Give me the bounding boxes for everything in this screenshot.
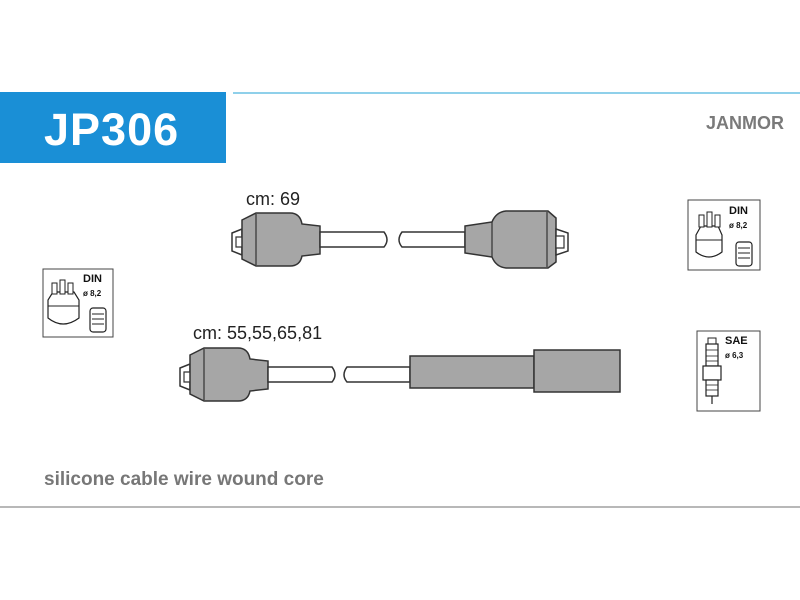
- distributor-cap-icon-right: [687, 199, 761, 271]
- brand-name: JANMOR: [705, 113, 784, 133]
- cable-1-left-boot: [241, 212, 321, 267]
- footer-rule: [0, 506, 800, 508]
- cable-2-wire-left: [267, 366, 336, 383]
- cable-2-sleeve: [409, 355, 535, 389]
- cable-1-wire-right: [398, 231, 466, 248]
- cable-2-plug-boot: [533, 349, 621, 393]
- spark-plug-icon: [696, 330, 761, 412]
- distributor-left-standard: DIN: [83, 273, 102, 285]
- part-number-banner: [0, 92, 226, 163]
- distributor-right-diameter: ø 8,2: [729, 221, 748, 230]
- part-number: JP306: [44, 104, 180, 155]
- cable-2: [179, 347, 621, 402]
- cable-1: [231, 210, 569, 269]
- distributor-left-diameter: ø 8,2: [83, 289, 102, 298]
- cable-2-left-boot: [189, 347, 269, 402]
- cable-1-right-boot: [464, 210, 557, 269]
- cable-2-wire-right: [343, 366, 411, 383]
- spark-plug-standard: SAE: [725, 335, 748, 347]
- spark-plug-diameter: ø 6,3: [725, 351, 744, 360]
- distributor-right-standard: DIN: [729, 205, 748, 217]
- header-rule: [233, 92, 800, 94]
- product-description: silicone cable wire wound core: [44, 469, 324, 490]
- cable-1-wire-left: [319, 231, 388, 248]
- cable-2-length: cm: 55,55,65,81: [193, 323, 323, 343]
- distributor-cap-icon-left: [42, 268, 114, 338]
- cable-1-length: cm: 69: [246, 189, 301, 209]
